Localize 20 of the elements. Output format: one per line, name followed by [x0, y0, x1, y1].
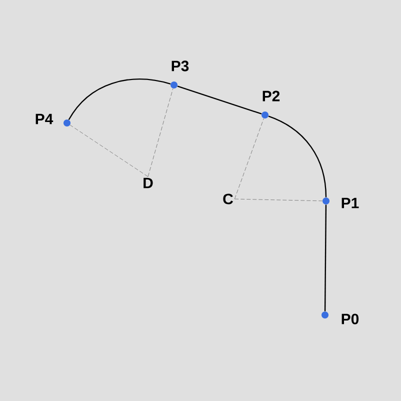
point-label: P4	[36, 114, 54, 124]
point-dot	[64, 120, 70, 126]
point-dot	[262, 112, 268, 118]
point-dot	[322, 198, 330, 204]
point-label: P1	[342, 198, 359, 208]
radius-line	[70, 124, 148, 177]
line-segment	[324, 204, 327, 312]
point-label: C	[223, 194, 233, 204]
point-dot	[322, 312, 328, 318]
arc	[268, 116, 327, 198]
arc	[68, 78, 171, 120]
point-label: P2	[262, 90, 280, 102]
point-dot	[170, 82, 178, 88]
radius-line	[234, 198, 322, 202]
point-label: P0	[342, 314, 359, 324]
radius-line	[148, 88, 174, 177]
point-label: P3	[172, 60, 189, 72]
point-label: D	[144, 178, 153, 188]
line-segment	[177, 86, 262, 114]
radius-line	[234, 118, 264, 200]
